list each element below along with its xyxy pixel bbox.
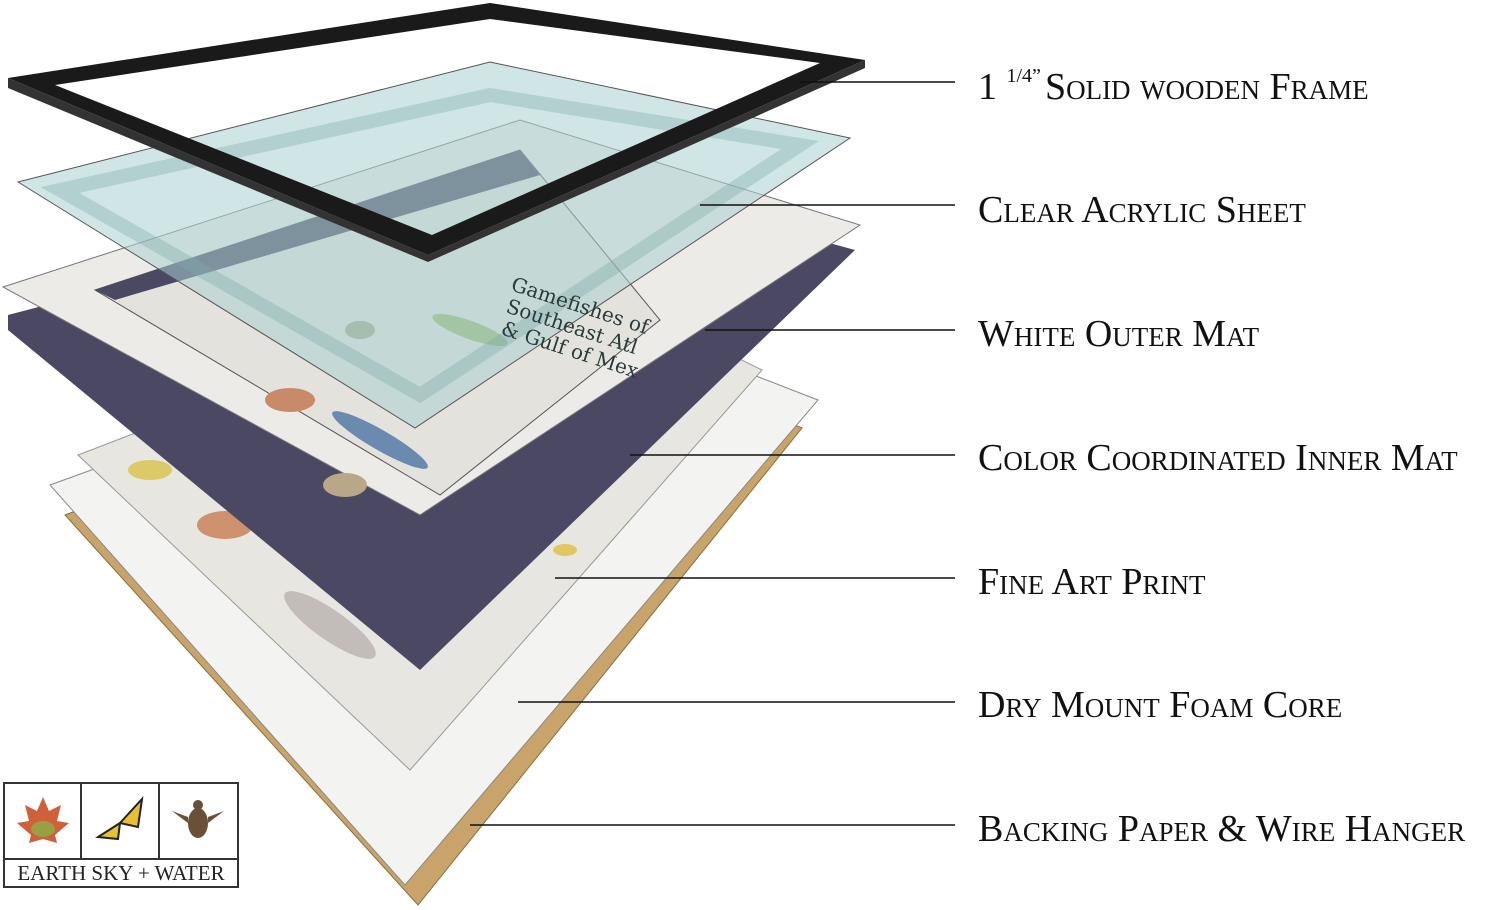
label-wooden-frame: 1 1/4”Solid wooden Frame <box>978 65 1369 108</box>
brand-logo: EARTH SKY + WATER <box>3 782 239 888</box>
butterfly-icon <box>82 784 160 860</box>
label-acrylic-sheet: Clear Acrylic Sheet <box>978 189 1306 231</box>
maple-leaf-icon <box>5 784 83 860</box>
leader-lines <box>470 81 955 826</box>
label-outer-mat: White Outer Mat <box>978 313 1260 355</box>
sea-turtle-icon <box>159 784 237 860</box>
acrylic-edge-band <box>40 87 819 404</box>
label-inner-mat: Color Coordinated Inner Mat <box>978 437 1458 479</box>
wooden-frame-layer <box>8 3 865 255</box>
label-fine-art-print: Fine Art Print <box>978 561 1206 603</box>
label-foam-core: Dry Mount Foam Core <box>978 684 1343 726</box>
label-backing-paper: Backing Paper & Wire Hanger <box>978 808 1466 850</box>
logo-text: EARTH SKY + WATER <box>17 861 225 885</box>
